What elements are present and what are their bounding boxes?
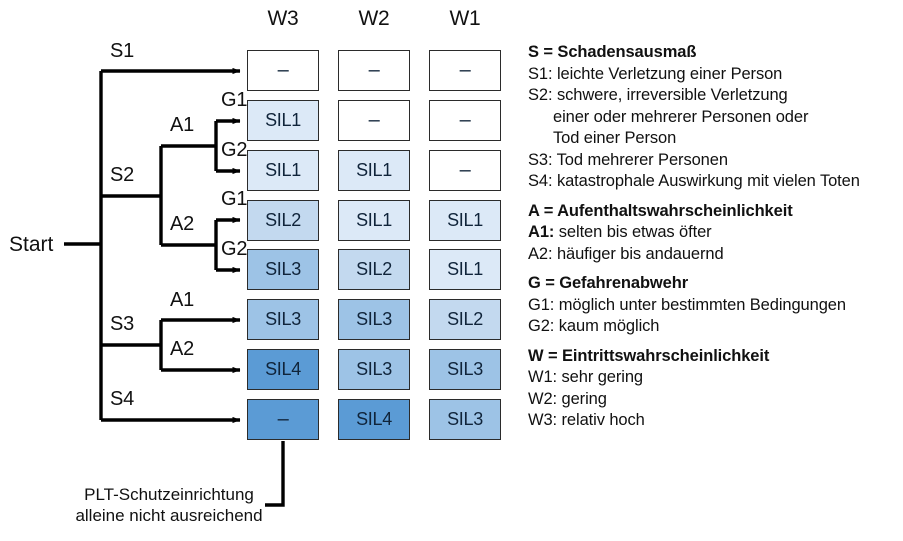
- sil-cell-s3-a2-w3: SIL4: [247, 349, 319, 390]
- sil-cell-s3-a1-w3: SIL3: [247, 299, 319, 340]
- decision-tree-lines: [64, 67, 285, 507]
- column-header-w1: W1: [449, 7, 481, 30]
- legend-item-text: möglich unter bestimmten Bedingungen: [554, 295, 846, 314]
- legend-item: einer oder mehrerer Personen oder: [528, 107, 903, 126]
- callout-line-2: alleine nicht ausreichend: [75, 506, 263, 526]
- legend-heading-s: S = Schadensausmaß: [528, 43, 697, 61]
- legend-heading-w: W = Eintrittswahrscheinlichkeit: [528, 346, 770, 365]
- legend-item-key: S1:: [528, 64, 553, 83]
- branch-label-s3: S3: [110, 313, 135, 335]
- branch-label-s1: S1: [110, 40, 135, 62]
- callout-note: PLT-Schutzeinrichtung alleine nicht ausr…: [64, 484, 274, 527]
- legend-item-key: G2:: [528, 317, 555, 335]
- legend-item: W3: relativ hoch: [528, 412, 903, 429]
- branch-label-a2-bottom: A2: [170, 338, 195, 360]
- sil-cell-s2-a1-g2-w3: SIL1: [247, 150, 319, 191]
- sil-cell-s2-a2-g1-w2: SIL1: [338, 200, 410, 241]
- legend-item-key: W2:: [528, 389, 558, 408]
- sil-cell-s4-w1: SIL3: [429, 399, 501, 440]
- legend-heading-a: A = Aufenthaltswahrscheinlichkeit: [528, 201, 793, 220]
- sil-cell-s3-a1-w1: SIL2: [429, 299, 501, 340]
- legend-item: W1: sehr gering: [528, 369, 903, 386]
- risk-graph: W3 W2 W1 S1 S2 S3 S4 A1 A2 A1 A2 G1 G2 G…: [9, 7, 501, 527]
- sil-cell-s1-w3: –: [247, 50, 319, 91]
- legend-item: Tod einer Person: [528, 130, 903, 147]
- sil-cell-s1-w2: –: [338, 50, 410, 91]
- branch-label-a1-top: A1: [170, 114, 195, 136]
- legend-item: G2: kaum möglich: [528, 318, 903, 335]
- legend-item: S4: katastrophale Auswirkung mit vielen …: [528, 173, 903, 190]
- sil-cell-s3-a2-w2: SIL3: [338, 349, 410, 390]
- column-header-w2: W2: [358, 7, 390, 30]
- sil-cell-s2-a2-g2-w3: SIL3: [247, 249, 319, 290]
- sil-cell-s2-a2-g1-w1: SIL1: [429, 200, 501, 241]
- sil-cell-s4-w3: –: [247, 399, 319, 440]
- legend-item: G1: möglich unter bestimmten Bedingungen: [528, 295, 903, 314]
- legend-item-key: A1:: [528, 223, 555, 241]
- sil-cell-s1-w1: –: [429, 50, 501, 91]
- legend-item-key: S2:: [528, 86, 553, 104]
- legend-heading-g: G = Gefahrenabwehr: [528, 274, 689, 292]
- legend-item-key: G1:: [528, 295, 555, 314]
- sil-cell-s3-a2-w1: SIL3: [429, 349, 501, 390]
- branch-label-g1-a1: G1: [221, 89, 248, 111]
- legend-item-text: häufiger bis andauernd: [552, 244, 724, 263]
- legend-item-text: Tod einer Person: [553, 129, 677, 147]
- legend-item-text: schwere, irreversible Verletzung: [552, 86, 788, 104]
- legend-item: A2: häufiger bis andauernd: [528, 244, 903, 263]
- sil-cell-s4-w2: SIL4: [338, 399, 410, 440]
- branch-label-s2: S2: [110, 164, 135, 186]
- line-callout-leader: [265, 441, 285, 507]
- legend-item-key: W3:: [528, 411, 558, 429]
- legend-item-text: katastrophale Auswirkung mit vielen Tote…: [552, 172, 860, 190]
- legend-item: S3: Tod mehrerer Personen: [528, 150, 903, 169]
- sil-cell-s2-a1-g1-w2: –: [338, 100, 410, 141]
- sil-cell-s2-a1-g1-w1: –: [429, 100, 501, 141]
- branch-label-g2-a2: G2: [221, 238, 248, 260]
- legend-item: S1: leichte Verletzung einer Person: [528, 64, 903, 83]
- legend-item-key: S4:: [528, 172, 553, 190]
- legend-item-text: gering: [557, 389, 607, 408]
- column-header-w3: W3: [267, 7, 299, 30]
- legend-item: S2: schwere, irreversible Verletzung: [528, 87, 903, 104]
- sil-cell-s3-a1-w2: SIL3: [338, 299, 410, 340]
- legend-item-text: selten bis etwas öfter: [554, 223, 712, 241]
- branch-label-g1-a2: G1: [221, 188, 248, 210]
- sil-cell-s2-a2-g2-w2: SIL2: [338, 249, 410, 290]
- legend-item-text: relativ hoch: [557, 411, 645, 429]
- branch-label-a2-top: A2: [170, 213, 195, 235]
- sil-cell-s2-a2-g2-w1: SIL1: [429, 249, 501, 290]
- legend-item-text: einer oder mehrerer Personen oder: [553, 107, 809, 126]
- branch-label-a1-bottom: A1: [170, 289, 195, 311]
- sil-cell-s2-a1-g2-w1: –: [429, 150, 501, 191]
- legend-item-key: S3:: [528, 150, 553, 169]
- sil-cell-s2-a1-g2-w2: SIL1: [338, 150, 410, 191]
- legend-item-key: W1:: [528, 368, 558, 386]
- sil-cell-s2-a2-g1-w3: SIL2: [247, 200, 319, 241]
- branch-label-g2-a1: G2: [221, 139, 248, 161]
- legend-item-key: A2:: [528, 244, 553, 263]
- sil-cell-s2-a1-g1-w3: SIL1: [247, 100, 319, 141]
- legend-item-text: leichte Verletzung einer Person: [552, 64, 783, 83]
- legend-item-text: kaum möglich: [554, 317, 660, 335]
- start-label: Start: [9, 233, 54, 256]
- branch-label-s4: S4: [110, 388, 135, 410]
- legend-item-text: sehr gering: [557, 368, 644, 386]
- legend-item: A1: selten bis etwas öfter: [528, 224, 903, 241]
- callout-line-1: PLT-Schutzeinrichtung: [84, 485, 254, 504]
- legend-item: W2: gering: [528, 389, 903, 408]
- legend-item-text: Tod mehrerer Personen: [552, 150, 728, 169]
